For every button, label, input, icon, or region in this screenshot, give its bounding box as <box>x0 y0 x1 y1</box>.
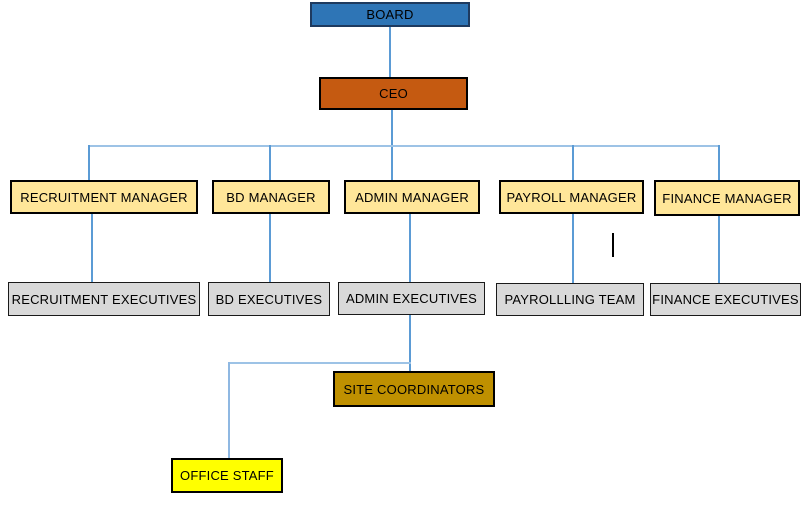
node-finance-executives[interactable]: FINANCE EXECUTIVES <box>650 283 801 316</box>
node-label: ADMIN MANAGER <box>355 189 469 205</box>
node-label: CEO <box>379 86 408 101</box>
connector-admin-executives-site-coordinators <box>409 315 411 371</box>
node-payrollling-team[interactable]: PAYROLLLING TEAM <box>496 283 644 316</box>
node-label: RECRUITMENT MANAGER <box>20 189 188 205</box>
connector-board-ceo <box>389 27 391 77</box>
node-label: BD EXECUTIVES <box>215 291 323 307</box>
node-label: FINANCE EXECUTIVES <box>652 292 799 307</box>
node-admin-manager[interactable]: ADMIN MANAGER <box>344 180 480 214</box>
node-board[interactable]: BOARD <box>310 2 470 27</box>
connector-drop-bd-manager <box>269 145 271 180</box>
node-recruitment-manager[interactable]: RECRUITMENT MANAGER <box>10 180 198 214</box>
connector-drop-payroll-manager <box>572 145 574 180</box>
node-recruitment-executives[interactable]: RECRUITMENT EXECUTIVES <box>8 282 200 316</box>
connector-bd-manager-executives <box>269 214 271 282</box>
connector-drop-finance-manager <box>718 145 720 180</box>
node-label: SITE COORDINATORS <box>343 381 485 397</box>
node-bd-executives[interactable]: BD EXECUTIVES <box>208 282 330 316</box>
node-label: PAYROLL MANAGER <box>506 189 637 205</box>
node-finance-manager[interactable]: FINANCE MANAGER <box>654 180 800 216</box>
connector-admin-manager-executives <box>409 214 411 282</box>
node-office-staff[interactable]: OFFICE STAFF <box>171 458 283 493</box>
node-label: OFFICE STAFF <box>180 468 274 483</box>
node-label: PAYROLLLING TEAM <box>504 292 636 307</box>
node-ceo[interactable]: CEO <box>319 77 468 110</box>
stray-black-line-segment <box>612 233 614 257</box>
node-admin-executives[interactable]: ADMIN EXECUTIVES <box>338 282 485 315</box>
node-label: FINANCE MANAGER <box>662 190 792 206</box>
node-label: ADMIN EXECUTIVES <box>345 291 478 306</box>
connector-branch-horizontal <box>228 362 411 364</box>
connector-payroll-manager-team <box>572 214 574 283</box>
connector-branch-office-staff <box>228 362 230 458</box>
node-payroll-manager[interactable]: PAYROLL MANAGER <box>499 180 644 214</box>
connector-drop-recruitment-manager <box>88 145 90 180</box>
connector-managers-horizontal <box>88 145 720 147</box>
node-label: RECRUITMENT EXECUTIVES <box>11 291 197 307</box>
connector-recruitment-manager-executives <box>91 214 93 282</box>
node-site-coordinators[interactable]: SITE COORDINATORS <box>333 371 495 407</box>
connector-finance-manager-executives <box>718 214 720 283</box>
node-label: BD MANAGER <box>226 189 316 205</box>
node-bd-manager[interactable]: BD MANAGER <box>212 180 330 214</box>
node-label: BOARD <box>366 7 414 22</box>
